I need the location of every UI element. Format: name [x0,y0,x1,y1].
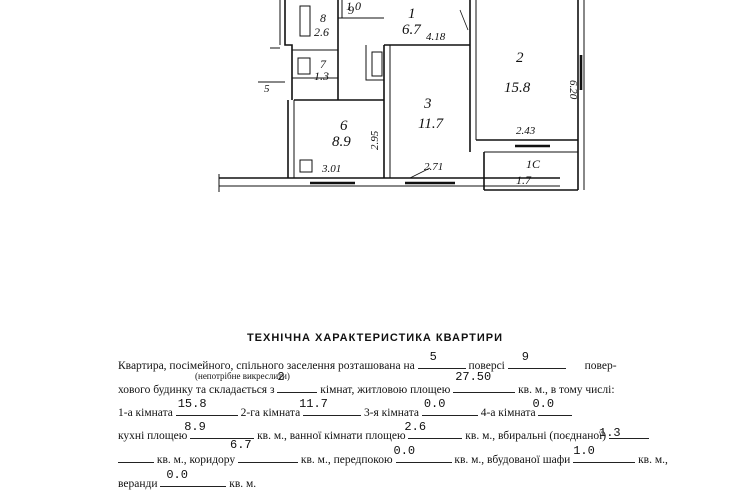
room-area: 1.0 [346,0,361,13]
form-line-3: 1-а кімната 15.8 2-га кімната 11.7 3-я к… [118,397,573,419]
room-area: 8.9 [332,134,351,150]
kitchen-field: 8.9 [184,420,255,439]
room-area: 1.7 [516,173,532,187]
form-text: Квартира, посімейного, спільного заселен… [118,360,415,372]
form-text: кв. м., передпокою [300,454,393,466]
dimension-label: 2.43 [516,125,536,137]
form-text: кв. м., в тому числі: [518,384,615,396]
room-label: 1 [408,6,416,22]
rooms-count-field: 2 [277,370,318,393]
living-area-field: 27.50 [453,370,516,393]
dimension-label: 2.95 [369,130,381,150]
room-area: 1.3 [314,69,329,83]
form-text: веранди [118,478,158,490]
wc-continuation [118,450,154,463]
floor-plan: 1 6.7 2 15.8 3 11.7 6 8.9 7 1.3 8 2.6 9 … [218,0,585,192]
bath-field: 2.6 [404,420,463,439]
floor-field: 5 [417,350,466,369]
dimension-label: 3.01 [321,163,341,175]
room-label: 8 [320,11,326,25]
form-line-6: веранди 0.0 кв. м. [118,468,257,490]
dimension-label: 6.20 [567,80,579,100]
form-text: кв. м., [257,430,287,442]
room2-field: 11.7 [299,397,362,416]
floors-total-field: 9 [507,350,566,369]
room-label: 1С [526,157,541,171]
form-text: хового будинку та складається з [118,384,275,396]
form-text: 3-я кімната [363,407,419,419]
form-line-4: кухні площею 8.9 кв. м., ванної кімнати … [118,420,649,442]
room-area: 15.8 [504,80,531,96]
room-label: 3 [423,96,432,112]
room-label: 7 [320,57,327,71]
form-text: кухні площею [118,430,188,442]
form-line-5: кв. м., коридору 6.7 кв. м., передпокою … [118,438,668,466]
form-line-2: хового будинку та складається з 2 кімнат… [118,370,615,396]
room-label: 6 [340,118,348,134]
form-text: кв. м. [229,478,257,490]
form-text: ванної кімнати площею [289,430,406,442]
room-area: 2.6 [314,25,329,39]
room-area: 6.7 [402,22,422,38]
room1-field: 15.8 [175,397,238,416]
document-title: ТЕХНІЧНА ХАРАКТЕРИСТИКА КВАРТИРИ [246,332,504,344]
room-area: 11.7 [418,116,445,132]
dimension-label: 5 [264,83,270,95]
form-text: кімнат, житловою площею [320,384,451,396]
form-text: кв. м., вбудованої шафи [454,454,571,466]
room3-field: 0.0 [421,397,478,416]
corridor-field: 6.7 [230,438,299,463]
room-label: 2 [516,50,524,66]
veranda-field: 0.0 [160,468,227,487]
closet-field: 1.0 [573,444,636,463]
form-text: 2-га кімната [240,407,301,419]
form-text: кв. м., [638,454,668,466]
form-text: 1-а кімната [118,407,173,419]
hall-field: 0.0 [394,444,452,463]
form-text: кв. м., коридору [156,454,236,466]
dimension-label: 4.18 [426,31,446,43]
dimension-label: 2.71 [424,161,443,173]
wc-field: 1.3 [599,426,649,440]
form-text: кв. м., вбиральні (поєднаної) [465,430,607,442]
room4-field: 0.0 [532,397,573,416]
form-text: повер- [584,360,617,372]
cropped-text-line [130,494,530,500]
form-note: (непотрібне викреслити) [195,371,290,381]
form-text: поверсі [468,360,505,372]
room-label: 9 [348,3,354,17]
form-line-1: Квартира, посімейного, спільного заселен… [118,350,617,372]
form-text: 4-а кімната [480,407,536,419]
